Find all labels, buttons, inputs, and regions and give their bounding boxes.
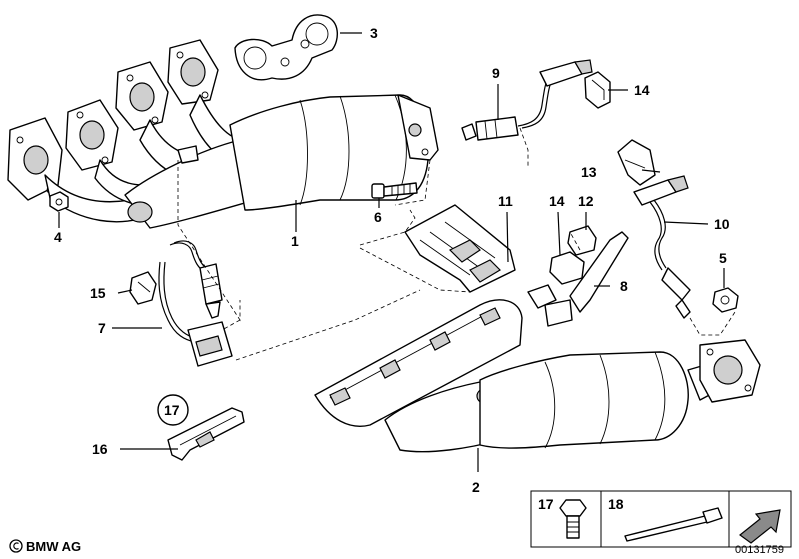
leader-lines [58,32,725,472]
assembly-lines [177,127,736,361]
sensor-clip-upper[interactable] [584,71,611,109]
callout-15: 15 [90,285,106,301]
direction-arrow-icon [739,509,781,544]
connector-cap[interactable] [567,225,597,256]
oxygen-sensor-left[interactable] [158,240,233,367]
callout-6: 6 [374,209,382,225]
callout-5: 5 [719,250,727,266]
callout-12: 12 [578,193,594,209]
callout-4: 4 [54,229,62,245]
exhaust-manifold-rear-part[interactable] [314,299,761,453]
callout-14-upper: 14 [634,82,650,98]
footer: BMW AG 00131759 [9,539,784,556]
sensor-holder[interactable] [617,139,656,186]
callout-14-middle: 14 [549,193,565,209]
legend-label-17: 17 [538,496,554,512]
callout-labels: 3 9 14 13 4 1 6 11 14 12 10 5 8 15 7 2 1… [54,25,730,495]
sensor-bracket[interactable] [404,204,516,293]
callout-13: 13 [581,164,597,180]
callout-8: 8 [620,278,628,294]
callout-16: 16 [92,441,108,457]
cable-tie-icon [624,507,723,542]
hex-nut[interactable] [49,191,69,212]
callout-17: 17 [164,402,180,418]
callout-2: 2 [472,479,480,495]
sensor-clip-middle[interactable] [549,251,585,285]
exhaust-manifold-front-part[interactable] [7,39,439,229]
callout-9: 9 [492,65,500,81]
copyright-icon-c [13,542,19,550]
callout-3: 3 [370,25,378,41]
part-code-label: 00131759 [735,544,784,556]
sensor-clip-left[interactable] [129,271,157,305]
hex-bolt[interactable] [371,182,418,199]
callout-1: 1 [291,233,299,249]
copyright-icon [9,539,23,553]
hex-nut-right[interactable] [712,287,739,313]
brand-label: BMW AG [26,539,81,554]
cable-bracket[interactable] [167,407,245,461]
oxygen-sensor-upper[interactable] [461,59,593,141]
exhaust-gasket[interactable] [234,14,338,81]
callout-10: 10 [714,216,730,232]
callout-17-circle [157,394,189,426]
legend-label-18: 18 [608,496,624,512]
legend-panel: 17 18 [530,490,792,548]
callout-7: 7 [98,320,106,336]
bolt-icon [559,499,587,539]
mounting-bracket[interactable] [527,231,629,327]
callout-11: 11 [498,193,513,209]
oxygen-sensor-right[interactable] [633,175,691,319]
